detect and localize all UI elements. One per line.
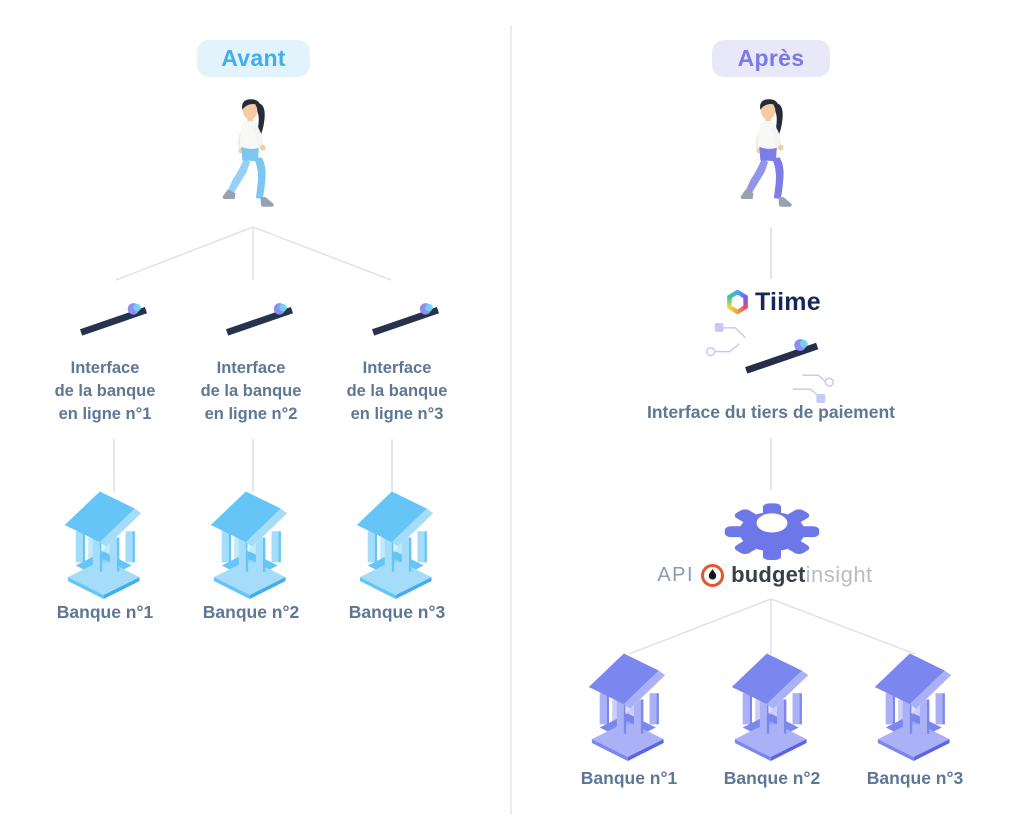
banking-card-phone-icon	[189, 283, 313, 364]
bank-building-icon	[203, 486, 298, 599]
api-gear-icon	[724, 494, 820, 561]
tiime-wordmark: Tiime	[755, 287, 821, 316]
bank-label-3: Banque n°3	[348, 602, 446, 622]
badge-avant: Avant	[197, 40, 310, 77]
payment-card-phone-icon	[692, 312, 850, 406]
bank-label-2: Banque n°2	[723, 768, 821, 788]
banks-icons-row-left	[57, 486, 444, 599]
banks-labels-row-right: Banque n°1 Banque n°2 Banque n°3	[559, 768, 985, 789]
banking-card-phone-icon	[335, 283, 459, 364]
walking-person-icon	[740, 96, 802, 211]
connector-fan-left	[115, 226, 392, 281]
bank-building-icon	[57, 486, 152, 599]
budget-insight-droplet-logo	[701, 563, 725, 587]
api-label: API	[657, 563, 695, 586]
badge-apres: Après	[712, 40, 830, 77]
banks-labels-row-left: Banque n°1 Banque n°2 Banque n°3	[35, 602, 467, 623]
connectors-mid-left	[113, 439, 393, 492]
interfaces-labels-row: Interface de la banque en ligne n°1 Inte…	[37, 357, 465, 426]
interface-label-1: Interface de la banque en ligne n°1	[54, 359, 156, 423]
connector-line	[391, 439, 393, 492]
vertical-divider	[510, 25, 512, 815]
connector-person-tiime	[770, 227, 772, 279]
tiime-logo: Tiime	[726, 288, 822, 316]
bank-building-icon	[349, 486, 444, 599]
interfaces-icons-row	[43, 283, 459, 364]
bank-label-2: Banque n°2	[202, 602, 300, 622]
bank-label-3: Banque n°3	[866, 768, 964, 788]
interface-label-2: Interface de la banque en ligne n°2	[200, 359, 302, 423]
connector-line	[113, 439, 115, 492]
bank-building-icon	[581, 648, 676, 761]
bank-label-1: Banque n°1	[580, 768, 678, 788]
third-party-interface-label: Interface du tiers de paiement	[647, 402, 895, 422]
banks-icons-row-right	[581, 648, 962, 761]
walking-person-icon	[222, 96, 284, 211]
bank-building-icon	[867, 648, 962, 761]
budget-wordmark: budget	[731, 562, 806, 587]
banking-card-phone-icon	[43, 283, 167, 364]
connector-interface-api	[770, 438, 772, 490]
bank-building-icon	[724, 648, 819, 761]
connector-fan-right	[628, 598, 916, 655]
tiime-hexagon-logo	[727, 289, 748, 315]
bank-label-1: Banque n°1	[56, 602, 154, 622]
interface-label-3: Interface de la banque en ligne n°3	[346, 359, 448, 423]
connector-line	[252, 439, 254, 492]
insight-wordmark: insight	[805, 562, 873, 587]
